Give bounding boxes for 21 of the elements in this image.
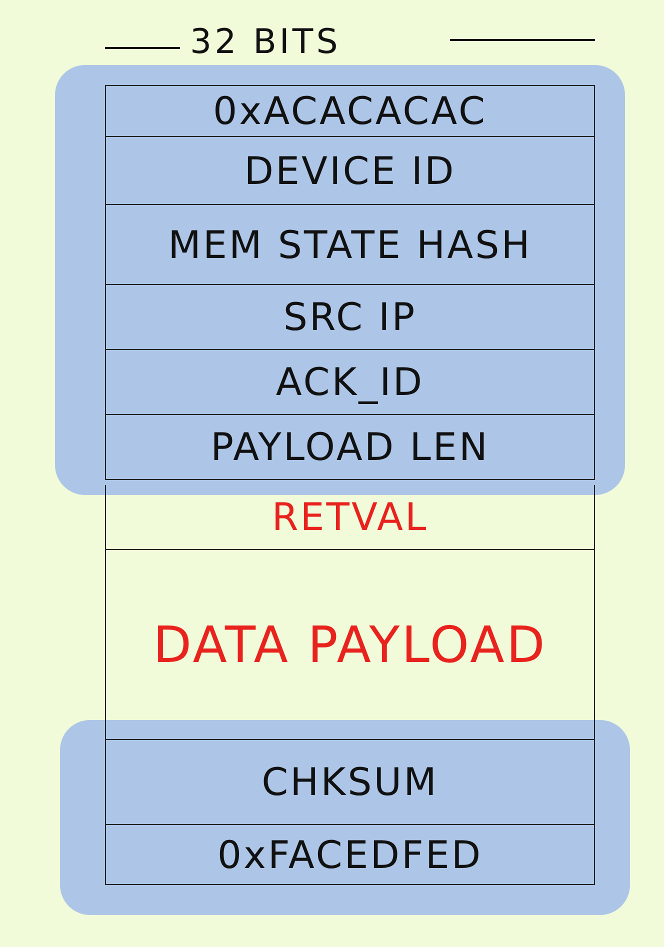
width-label: 32 BITS — [190, 22, 341, 62]
field-name: RETVAL — [272, 495, 428, 539]
field-name: CHKSUM — [262, 760, 438, 804]
packet-field — [105, 740, 595, 825]
field-name: 0xACACACAC — [212, 89, 488, 133]
field-name: MEM STATE HASH — [168, 222, 532, 266]
packet-field — [105, 350, 595, 415]
field-name: 0xFACEDFED — [217, 832, 483, 876]
packet-field — [105, 415, 595, 480]
field-name: SRC IP — [283, 295, 417, 339]
packet-field — [105, 550, 595, 740]
field-name: DEVICE ID — [244, 148, 456, 192]
packet-field — [105, 825, 595, 885]
packet-field — [105, 285, 595, 350]
packet-field — [105, 485, 595, 550]
field-name: ACK_ID — [276, 360, 424, 404]
packet-field — [105, 205, 595, 285]
field-name: PAYLOAD LEN — [210, 425, 490, 469]
packet-field — [105, 137, 595, 205]
packet-field — [105, 85, 595, 137]
field-name: DATA PAYLOAD — [153, 616, 547, 674]
